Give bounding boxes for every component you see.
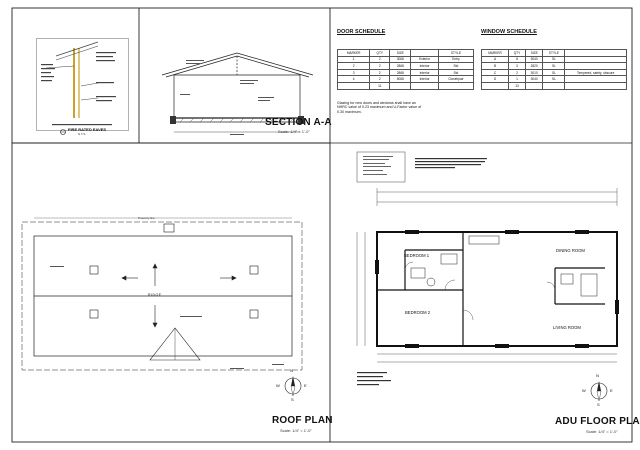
table-row: 13 bbox=[480, 81, 627, 90]
compass-icon bbox=[284, 376, 302, 397]
compass-e-label: E bbox=[304, 383, 307, 388]
roof-scale: Scale: 1/4" = 1'-0" bbox=[280, 428, 312, 433]
room-label-bedroom-2: BEDROOM 2 bbox=[405, 310, 431, 315]
table-row: MARKER QTY SIZE STYLE bbox=[480, 49, 627, 57]
compass-n-label: N bbox=[596, 373, 599, 378]
eaves-callout-symbol bbox=[60, 129, 66, 135]
room-label-bedroom-1: BEDROOM 1 bbox=[404, 253, 430, 258]
adu-floor-plan-drawing bbox=[356, 151, 619, 386]
section-title: SECTION A-A bbox=[265, 117, 332, 128]
window-schedule-title: WINDOW SCHEDULE bbox=[481, 29, 537, 35]
roof-plan-drawing bbox=[21, 217, 303, 371]
compass-w-label: W bbox=[276, 383, 280, 388]
compass-e-label: E bbox=[610, 388, 613, 393]
compass-s-label: S bbox=[291, 397, 294, 402]
floor-plan-scale: Scale: 1/4" = 1'-0" bbox=[586, 429, 618, 434]
compass-icon bbox=[590, 381, 608, 402]
room-label-living: LIVING ROOM bbox=[553, 325, 581, 330]
compass-s-label: S bbox=[597, 402, 600, 407]
roof-property-line-label: Property line bbox=[138, 216, 155, 220]
eaves-label: FIRE RATED EAVES bbox=[68, 127, 107, 132]
floor-plan-title: ADU FLOOR PLAN bbox=[555, 416, 640, 427]
door-schedule-title: DOOR SCHEDULE bbox=[337, 29, 386, 35]
section-scale: Scale: 1/4" = 1'-0" bbox=[278, 129, 310, 134]
compass-w-label: W bbox=[582, 388, 586, 393]
glazing-note: Glazing for new doors and windows shall … bbox=[337, 101, 422, 114]
section-aa-drawing bbox=[161, 52, 314, 135]
compass-n-label: N bbox=[290, 368, 293, 373]
table-row: 11 bbox=[336, 81, 475, 90]
table-row: MARKER QTY SIZE STYLE bbox=[336, 49, 475, 57]
room-label-dining: DINING ROOM bbox=[556, 248, 585, 253]
roof-title: ROOF PLAN bbox=[272, 415, 333, 426]
eaves-detail-drawing bbox=[36, 38, 129, 131]
roof-ridge-label: RIDGE bbox=[148, 293, 162, 297]
eaves-scale: N.T.S. bbox=[78, 132, 87, 136]
